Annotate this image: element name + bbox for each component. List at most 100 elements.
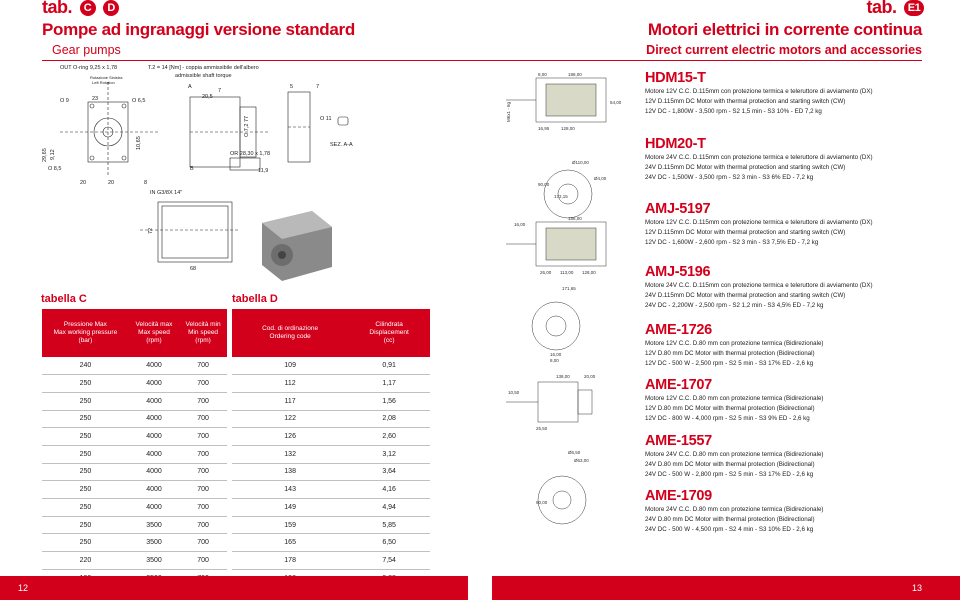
label-torque-it: T.2 = 14 [Nm] - coppia ammissibile dell'… [148, 65, 259, 71]
label-b: B [190, 166, 194, 172]
table-d-cell: 126 [232, 427, 349, 446]
table-c-cell: 700 [179, 410, 227, 429]
table-d-cell: 112 [232, 374, 349, 393]
label-10-65: 10,65 [136, 136, 142, 150]
dim-16b: 16,00 [550, 352, 562, 357]
table-c-header-0: Pressione Max Max working pressure (bar) [42, 309, 129, 357]
table-c-cell: 700 [179, 445, 227, 464]
dim-16-95: 16,95 [538, 126, 550, 131]
motor-spec-line: Motore 12V C.C. D.115mm con protezione t… [645, 88, 873, 95]
table-c-cell: 4000 [128, 374, 180, 393]
dim-172-15: 172,15 [554, 194, 568, 199]
table-c-cell: 250 [42, 516, 129, 535]
motor-spec-line: Motore 24V C.C. D.80 mm con protezione t… [645, 506, 824, 513]
table-d-cell: 6,50 [348, 533, 430, 553]
motor-spec-line: 24V DC - 1,500W - 3,500 rpm - S2 3 min -… [645, 174, 814, 182]
table-d-cell: 178 [232, 551, 349, 570]
table-d-cell: 165 [232, 533, 349, 553]
table-c-cell: 700 [179, 392, 227, 411]
table-d-cell: 138 [232, 463, 349, 482]
tab-badge-d: D [103, 0, 120, 16]
label-9-12: 9,12 [50, 149, 56, 160]
right-tab-label: tab. [866, 0, 897, 17]
table-d-cell: 3,64 [348, 463, 430, 482]
table-d-cell: 1,56 [348, 392, 430, 411]
table-c-cell: 3500 [128, 551, 180, 570]
label-5: 5 [290, 84, 293, 90]
label-20b: 20 [108, 180, 114, 186]
tab-badge-c: C [79, 0, 96, 16]
label-23: 23 [92, 96, 98, 102]
label-68: 68 [190, 266, 196, 272]
right-page-title: Motori elettrici in corrente continua [647, 20, 922, 39]
label-sez: SEZ. A-A [330, 142, 353, 148]
table-c-cell: 700 [179, 427, 227, 446]
table-c-cell: 700 [179, 551, 227, 570]
motor-name: AME-1557 [645, 433, 712, 449]
table-d-cell: 4,16 [348, 480, 430, 499]
table-d-cell: 3,12 [348, 445, 430, 464]
table-d-cell: 2,08 [348, 410, 430, 429]
motor-spec-line: 24V D.80 mm DC Motor with thermal protec… [645, 461, 815, 469]
table-d-cell: 0,91 [348, 357, 430, 376]
table-d-cell: 149 [232, 498, 349, 517]
motor-spec-line: 24V DC - 500 W - 2,800 rpm - S2 5 min - … [645, 471, 814, 479]
label-7b: 7 [316, 84, 319, 90]
dim-8: 8,00 [538, 72, 547, 77]
table-c-cell: 250 [42, 392, 129, 411]
left-tab-header: tab. C D [42, 0, 120, 18]
label-20-5: 20,5 [202, 94, 213, 100]
label-20a: 20 [80, 180, 86, 186]
left-page-title: Pompe ad ingranaggi versione standard [42, 20, 355, 39]
motor-drawings: 8,00 188,00 16,95 128,00 54,00 90,00 Ø11… [506, 72, 622, 525]
table-c-cell: 4000 [128, 463, 180, 482]
table-c: Pressione Max Max working pressure (bar)… [42, 309, 227, 588]
dim-o110: Ø110,00 [572, 160, 589, 165]
table-c-cell: 250 [42, 480, 129, 499]
label-29-65: 29,65 [42, 148, 48, 162]
gear-pump-image [262, 211, 332, 281]
dim-171-65: 171,65 [562, 286, 576, 291]
table-c-cell: 4000 [128, 357, 180, 376]
gear-pump-drawing: OUT O-ring 9,25 x 1,78 T.2 = 14 [Nm] - c… [42, 65, 353, 272]
motor-name: AME-1709 [645, 488, 712, 504]
dim-128b: 128,00 [582, 270, 596, 275]
dim-26: 26,00 [540, 270, 552, 275]
label-o9: O 9 [60, 98, 69, 104]
motor-spec-line: Motore 12V C.C. D.80 mm con protezione t… [645, 395, 824, 402]
table-c-cell: 250 [42, 427, 129, 446]
label-out-oring: OUT O-ring 9,25 x 1,78 [60, 65, 117, 71]
table-d-cell: 117 [232, 392, 349, 411]
dim-o4: Ø4,00 [594, 176, 607, 181]
right-page: tab. E1 Motori elettrici in corrente con… [480, 0, 960, 606]
table-c-cell: 250 [42, 463, 129, 482]
motor-name: AMJ-5197 [645, 201, 711, 217]
tab-badge-e1: E1 [904, 0, 924, 16]
left-header-rule [42, 60, 480, 61]
left-footer: 12 [0, 576, 468, 600]
motor-name: AME-1726 [645, 322, 712, 338]
table-c-cell: 3500 [128, 516, 180, 535]
motor-spec-line: 24V D.115mm DC Motor with thermal protec… [645, 292, 846, 300]
motor-spec-line: Motore 24V C.C. D.80 mm con protezione t… [645, 451, 824, 458]
table-c-cell: 220 [42, 551, 129, 570]
table-c-cell: 700 [179, 533, 227, 553]
label-or: OR 28,30 x 1,78 [230, 151, 270, 157]
table-c-cell: 700 [179, 357, 227, 376]
